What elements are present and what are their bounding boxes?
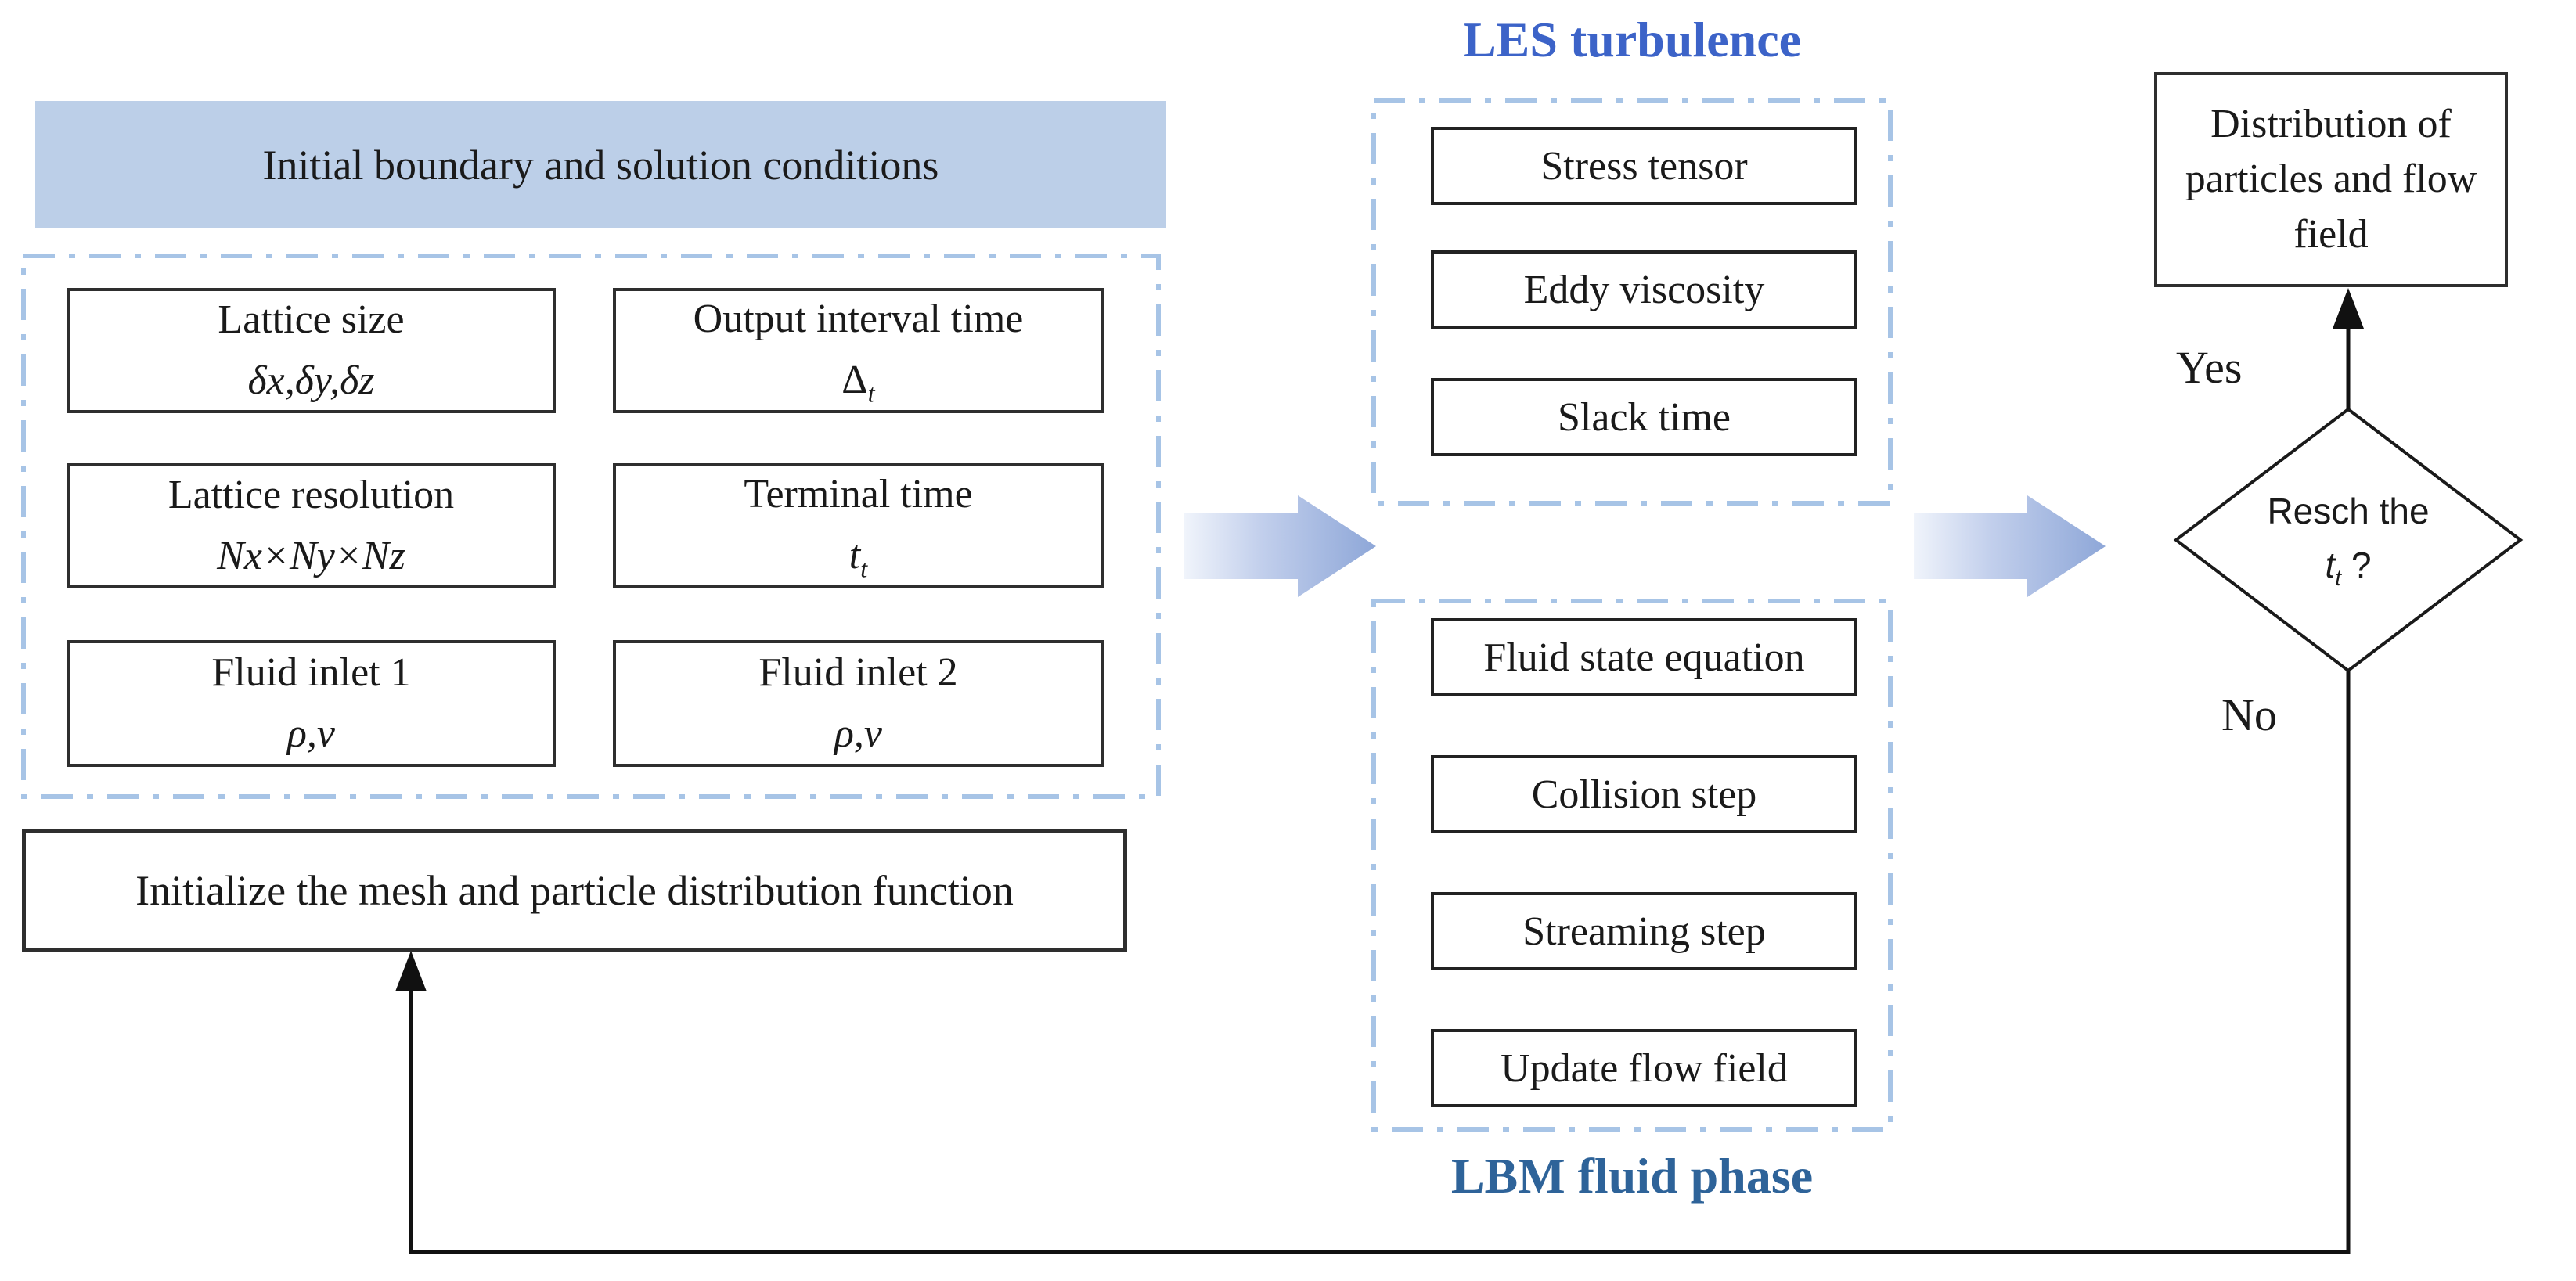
lbm-group-dashed-border (1371, 599, 1893, 1132)
collision-step-label: Collision step (1531, 772, 1757, 817)
output-interval-time-title: Output interval time (693, 297, 1024, 342)
output-interval-time-box: Output interval time Δt (613, 288, 1104, 413)
decision-time-subscript: t (2335, 566, 2342, 592)
update-flow-field-label: Update flow field (1501, 1045, 1788, 1091)
eddy-viscosity-label: Eddy viscosity (1523, 267, 1765, 312)
decision-diamond-text: Resch the tt ? (2215, 479, 2481, 601)
slack-time-label: Slack time (1558, 394, 1731, 440)
terminal-time-title: Terminal time (744, 472, 973, 517)
fluid-inlet-2-title: Fluid inlet 2 (758, 650, 958, 695)
block-arrow-right-icon (1914, 495, 2106, 597)
distribution-result-label: Distribution of particles and flow field (2185, 102, 2477, 257)
initial-conditions-header-label: Initial boundary and solution conditions (262, 141, 939, 189)
fluid-state-equation-label: Fluid state equation (1483, 635, 1805, 680)
output-interval-symbol: Δ (841, 358, 868, 403)
lattice-size-value: δx,δy,δz (247, 358, 375, 403)
streaming-step-label: Streaming step (1522, 909, 1766, 954)
terminal-time-box: Terminal time tt (613, 463, 1104, 588)
streaming-step-box: Streaming step (1431, 892, 1857, 970)
no-branch-label: No (2221, 689, 2277, 740)
terminal-time-value: tt (849, 525, 867, 588)
feedback-arrowhead-icon (395, 951, 427, 991)
decision-line2: tt ? (2325, 538, 2371, 596)
output-interval-subscript: t (867, 379, 875, 408)
distribution-result-box: Distribution of particles and flow field (2154, 72, 2508, 287)
initialize-mesh-box: Initialize the mesh and particle distrib… (22, 829, 1127, 952)
stress-tensor-box: Stress tensor (1431, 127, 1857, 205)
fluid-inlet-2-value: ρ,v (834, 711, 883, 756)
collision-step-box: Collision step (1431, 755, 1857, 833)
fluid-state-equation-box: Fluid state equation (1431, 618, 1857, 696)
decision-time-symbol: t (2325, 545, 2336, 586)
lattice-resolution-value: Nx×Ny×Nz (217, 534, 405, 578)
lattice-size-box: Lattice size δx,δy,δz (67, 288, 556, 413)
terminal-time-subscript: t (860, 554, 868, 583)
eddy-viscosity-box: Eddy viscosity (1431, 250, 1857, 329)
les-turbulence-title: LES turbulence (1462, 12, 1802, 67)
block-arrow-left-icon (1184, 495, 1376, 597)
feedback-connector-line (409, 671, 2351, 1254)
terminal-time-symbol: t (848, 533, 861, 578)
fluid-inlet-1-box: Fluid inlet 1 ρ,v (67, 640, 556, 767)
yes-branch-label: Yes (2176, 342, 2243, 393)
lattice-resolution-box: Lattice resolution Nx×Ny×Nz (67, 463, 556, 588)
fluid-inlet-1-title: Fluid inlet 1 (211, 650, 411, 695)
fluid-inlet-1-value: ρ,v (286, 711, 336, 756)
lattice-size-title: Lattice size (218, 297, 405, 342)
initial-conditions-dashed-border (21, 254, 1161, 799)
yes-arrowhead-icon (2333, 288, 2364, 329)
slack-time-box: Slack time (1431, 378, 1857, 456)
decision-line1: Resch the (2267, 491, 2430, 532)
fluid-inlet-2-box: Fluid inlet 2 ρ,v (613, 640, 1104, 767)
lattice-resolution-title: Lattice resolution (168, 473, 455, 517)
output-interval-time-value: Δt (841, 350, 874, 412)
decision-question-mark: ? (2341, 545, 2372, 586)
lbm-fluid-phase-title: LBM fluid phase (1450, 1148, 1814, 1204)
initialize-mesh-label: Initialize the mesh and particle distrib… (135, 867, 1014, 914)
update-flow-field-box: Update flow field (1431, 1029, 1857, 1107)
initial-conditions-header: Initial boundary and solution conditions (35, 101, 1166, 228)
stress-tensor-label: Stress tensor (1540, 143, 1748, 189)
